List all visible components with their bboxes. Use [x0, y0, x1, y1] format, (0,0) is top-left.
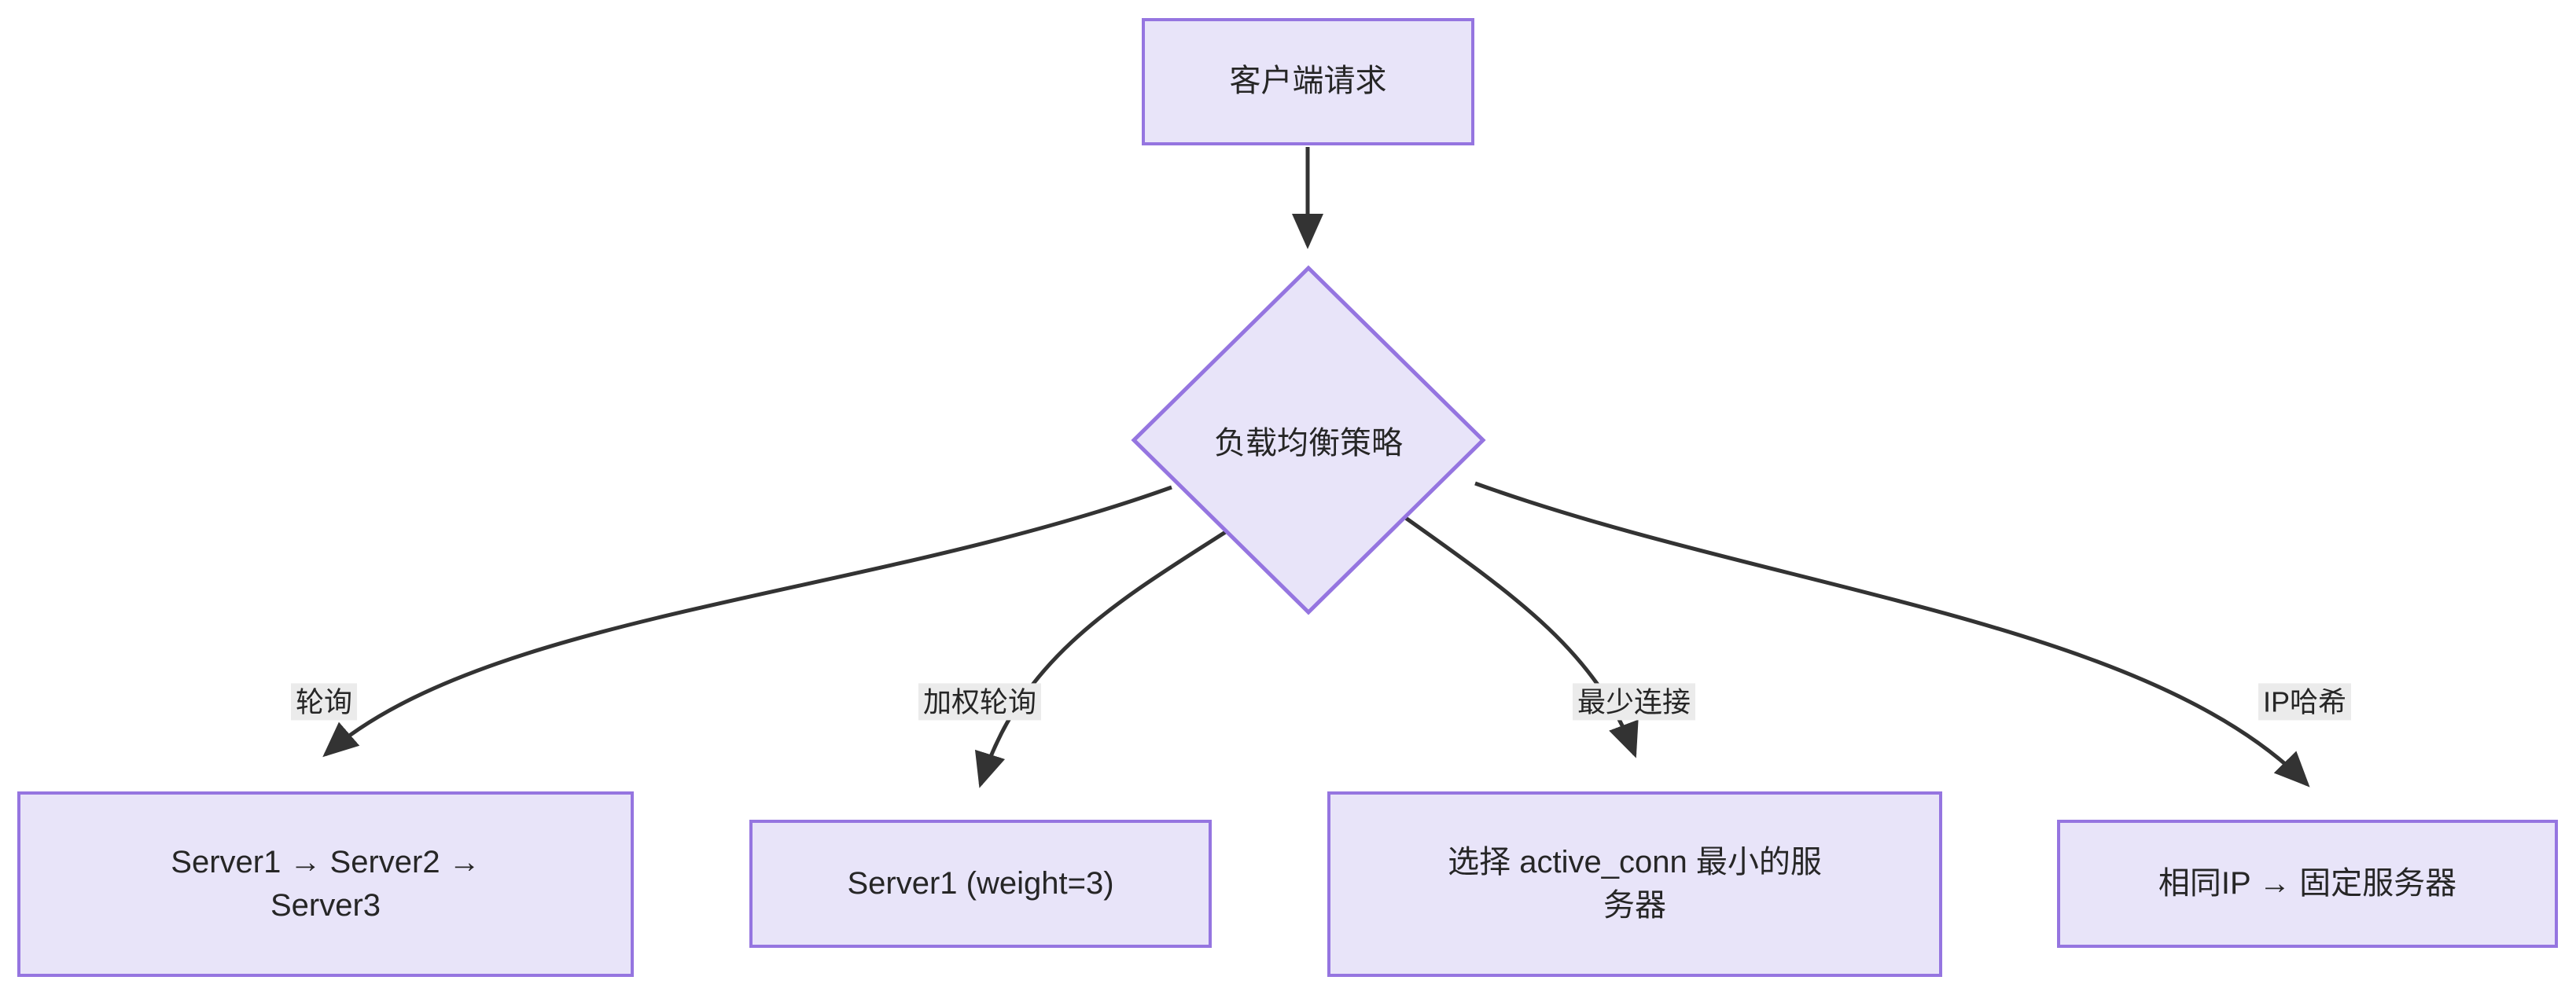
- node-ip-hash-result[interactable]: 相同IP → 固定服务器: [2057, 820, 2558, 948]
- edge-label-ip-hash: IP哈希: [2258, 683, 2352, 721]
- node-load-balance-strategy[interactable]: 负载均衡策略: [1131, 265, 1486, 615]
- node-round-robin-result-label: Server1 → Server2 → Server3: [171, 844, 480, 923]
- edge-label-weighted-round-robin: 加权轮询: [918, 683, 1042, 721]
- node-least-conn-result[interactable]: 选择 active_conn 最小的服 务器: [1327, 791, 1942, 977]
- edge-label-least-connections: 最少连接: [1572, 683, 1696, 721]
- node-weighted-result-label: Server1 (weight=3): [847, 865, 1114, 901]
- node-load-balance-strategy-label: 负载均衡策略: [1214, 426, 1403, 461]
- node-client-request-label: 客户端请求: [1229, 64, 1387, 99]
- node-ip-hash-result-label: 相同IP → 固定服务器: [2158, 865, 2457, 901]
- node-weighted-result[interactable]: Server1 (weight=3): [749, 820, 1212, 948]
- node-round-robin-result[interactable]: Server1 → Server2 → Server3: [17, 791, 634, 977]
- diamond-shape-icon: [1131, 265, 1486, 615]
- node-least-conn-result-label: 选择 active_conn 最小的服 务器: [1448, 844, 1822, 923]
- edge-strategy-to-roundrobin: [322, 485, 1172, 758]
- node-client-request[interactable]: 客户端请求: [1142, 18, 1474, 145]
- edge-label-round-robin: 轮询: [290, 683, 358, 721]
- edge-strategy-to-iphash: [1474, 481, 2310, 788]
